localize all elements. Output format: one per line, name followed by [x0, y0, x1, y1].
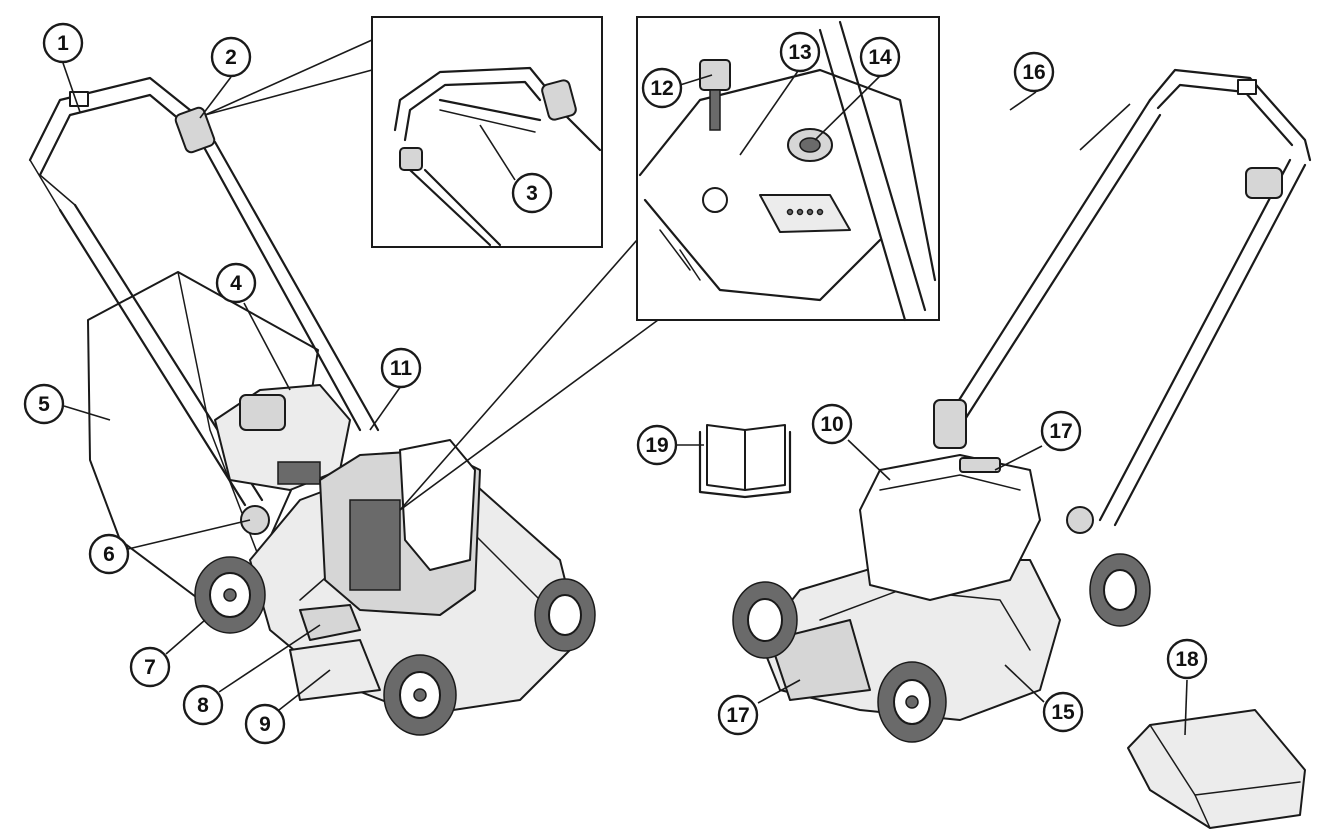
callout-16-label: 16 — [1022, 61, 1045, 84]
handle-bar — [28, 76, 202, 162]
callout-14-label: 14 — [868, 46, 892, 69]
callout-13-label: 13 — [788, 41, 811, 64]
callout-10-label: 10 — [820, 413, 843, 436]
manual-book-icon — [676, 424, 792, 499]
inset-handle-detail — [371, 16, 603, 248]
callout-10: 10 — [811, 403, 853, 445]
callout-4-label: 4 — [230, 272, 242, 295]
callout-1: 1 — [42, 22, 84, 64]
callout-12-label: 12 — [650, 77, 673, 100]
callout-11: 11 — [380, 347, 422, 389]
rear-wheel-right-mower — [1089, 553, 1151, 627]
handle-bar-right — [1148, 68, 1312, 162]
callout-5-label: 5 — [38, 393, 50, 416]
callout-12: 12 — [641, 67, 683, 109]
callout-3: 3 — [511, 172, 553, 214]
callout-1-label: 1 — [57, 32, 69, 55]
callout-18-label: 18 — [1175, 648, 1199, 671]
callout-11-label: 11 — [390, 357, 413, 380]
mulching-plug — [1127, 709, 1306, 829]
callout-17-bottom-label: 17 — [726, 704, 749, 727]
rear-wheel-right — [534, 578, 596, 652]
callout-7: 7 — [129, 646, 171, 688]
callout-4: 4 — [215, 262, 257, 304]
callout-15-label: 15 — [1051, 701, 1075, 724]
top-cover — [859, 454, 1041, 601]
left-mower — [28, 76, 596, 736]
callout-14: 14 — [859, 36, 901, 78]
callout-5: 5 — [23, 383, 65, 425]
callout-13: 13 — [779, 31, 821, 73]
front-wheel-left — [383, 654, 457, 736]
front-wheel-right-mower-right — [877, 661, 947, 743]
inset-pointer-lines — [204, 39, 659, 511]
callout-17-top-label: 17 — [1049, 420, 1072, 443]
callout-9: 9 — [244, 703, 286, 745]
callout-8-label: 8 — [197, 694, 209, 717]
rear-wheel-left — [194, 556, 266, 634]
callout-leaders — [62, 62, 1188, 736]
callout-15: 15 — [1042, 691, 1084, 733]
callout-18: 18 — [1166, 638, 1208, 680]
callout-2: 2 — [210, 36, 252, 78]
callout-6-label: 6 — [103, 543, 115, 566]
right-mower — [732, 68, 1312, 743]
callout-19-label: 19 — [645, 434, 668, 457]
callout-17-top: 17 — [1040, 410, 1082, 452]
callout-7-label: 7 — [144, 656, 156, 679]
front-wheel-right-mower-left — [732, 581, 798, 659]
callout-16: 16 — [1013, 51, 1055, 93]
callout-9-label: 9 — [259, 713, 271, 736]
callout-2-label: 2 — [225, 46, 237, 69]
callout-17-bottom: 17 — [717, 694, 759, 736]
callout-3-label: 3 — [526, 182, 538, 205]
callout-6: 6 — [88, 533, 130, 575]
callout-19: 19 — [636, 424, 678, 466]
callout-8: 8 — [182, 684, 224, 726]
